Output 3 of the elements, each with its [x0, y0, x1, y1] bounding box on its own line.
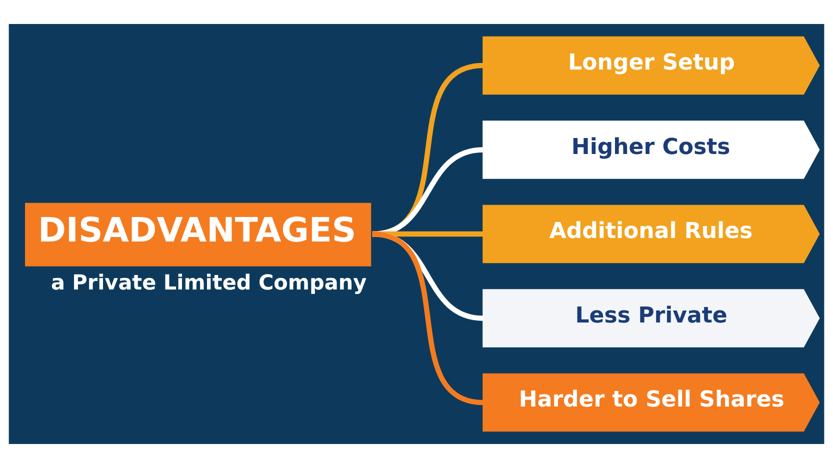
connector	[372, 231, 484, 406]
node-label: a Private Limited Company	[50, 270, 367, 294]
node-box: DISADVANTAGES	[25, 202, 372, 266]
